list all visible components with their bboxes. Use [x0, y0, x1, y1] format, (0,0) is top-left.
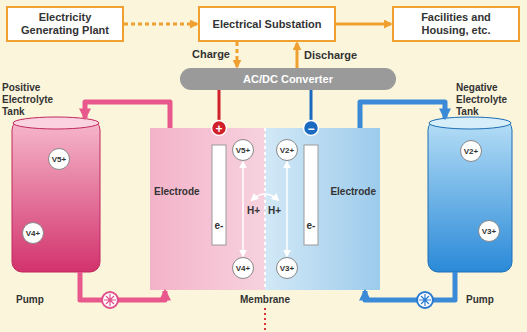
box-label: Facilities and Housing, etc. [400, 11, 512, 36]
pump-label: Pump [466, 294, 494, 306]
ion-label: V2+ [464, 147, 478, 156]
connector [360, 102, 445, 128]
electron-label: e- [212, 220, 226, 232]
tank-heading: Positive Electrolyte Tank [2, 82, 70, 118]
electrolyte-tank: Negative Electrolyte TankV2+V3+ [428, 120, 512, 272]
tank-heading: Negative Electrolyte Tank [456, 82, 524, 118]
substation-box: Electrical Substation [198, 6, 336, 42]
ion-label: V5+ [52, 155, 66, 164]
box-label: Electricity Generating Plant [14, 11, 116, 36]
connector [80, 272, 165, 300]
ion-circle: V5+ [232, 139, 254, 161]
half-cell: Electrode V2+ V3+ [265, 128, 380, 290]
connector [286, 162, 288, 256]
electrode-label: Electrode [330, 186, 376, 197]
ion-label: V4+ [236, 264, 250, 273]
source-box: Electricity Generating Plant [6, 6, 124, 42]
converter-bar: AC/DC Converter [180, 68, 396, 90]
box-label: AC/DC Converter [243, 73, 333, 85]
ion-label: V2+ [280, 146, 294, 155]
connector [236, 42, 239, 67]
ion-circle: V4+ [22, 222, 44, 244]
terminal-sign: + [212, 122, 226, 136]
ion-label: V5+ [236, 146, 250, 155]
membrane-label: Membrane [225, 294, 305, 306]
box-label: Electrical Substation [213, 18, 322, 31]
electrode-label: Electrode [154, 186, 200, 197]
proton-label: H+ [247, 205, 260, 217]
proton-label: H+ [268, 205, 281, 217]
electrolyte-tank: Positive Electrolyte TankV5+V4+ [12, 120, 100, 272]
connector [296, 43, 299, 68]
ion-circle: V3+ [478, 220, 500, 242]
ion-label: V4+ [26, 229, 40, 238]
ion-circle: V5+ [48, 148, 70, 170]
consumer-box: Facilities and Housing, etc. [392, 6, 520, 42]
ion-circle: V3+ [276, 257, 298, 279]
connector [242, 162, 244, 256]
edge-label: Discharge [303, 49, 358, 62]
edge-label: Charge [191, 48, 231, 61]
ion-circle: V2+ [276, 139, 298, 161]
pump-label: Pump [16, 294, 44, 306]
ion-label: V3+ [482, 227, 496, 236]
connector [336, 23, 391, 26]
connector [365, 272, 455, 300]
ion-circle: V2+ [460, 140, 482, 162]
connector [85, 102, 170, 128]
terminal-sign: − [304, 122, 318, 136]
electron-label: e- [304, 220, 318, 232]
ion-label: V3+ [280, 264, 294, 273]
connector [124, 23, 197, 26]
ion-circle: V4+ [232, 257, 254, 279]
